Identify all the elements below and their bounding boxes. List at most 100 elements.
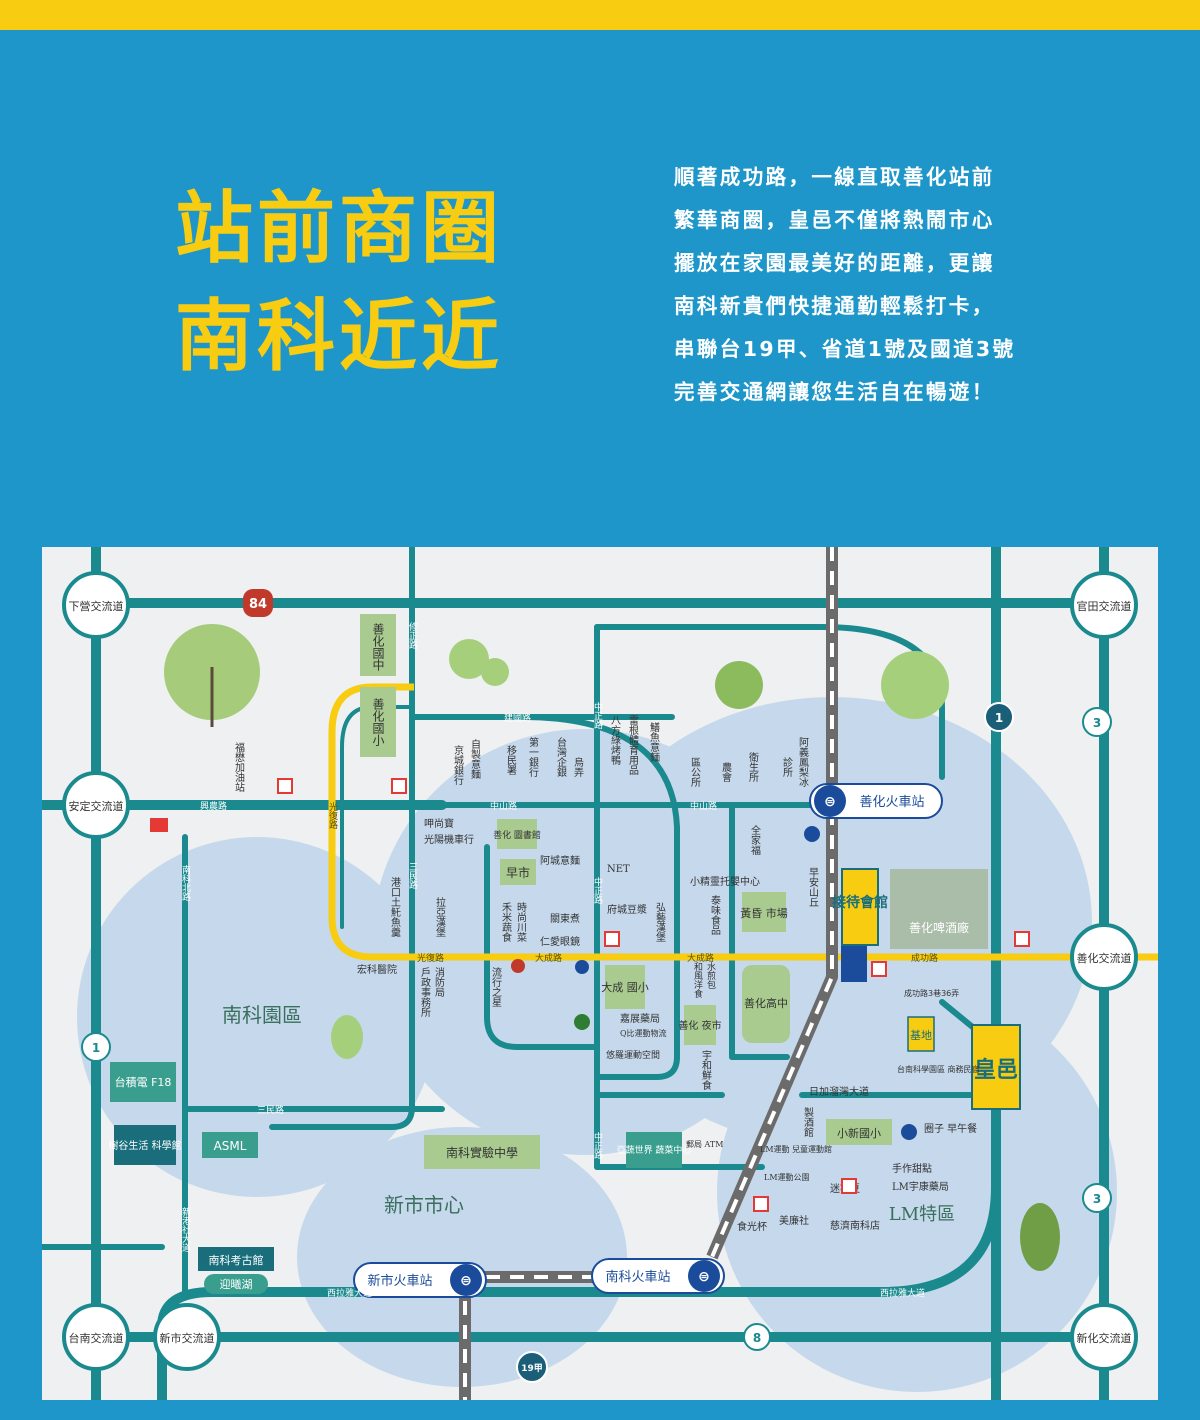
poi-label: 禾米蔬食 [500,902,512,943]
poi-label: 福懋加油站 [233,741,245,793]
train-icon-glyph: ⊜ [824,794,836,810]
interchange-anding [62,771,130,839]
convenience-store-icon [871,961,887,977]
route-84-number: 84 [249,597,267,612]
route-1-icon [81,1032,111,1062]
road-label: 中山路 [690,800,717,812]
road-network [42,547,1109,1400]
poi-label: 宏科醫院 [357,963,397,976]
poi-label: 鱔魚意麵 [648,721,660,763]
poi-label: 農會 [720,761,732,782]
poi-label: 消防局 [433,966,445,998]
zone-label-stsp: 南科園區 [222,1003,302,1027]
site-label-box [907,1016,935,1052]
facility-asml [202,1132,258,1158]
top-accent-bar [0,0,1200,30]
road-label: 西拉雅大道 [327,1287,372,1299]
facility-label: 南科實驗中學 [446,1145,518,1160]
route-3-icon [1082,707,1112,737]
train-icon [688,1260,720,1292]
train-icon-glyph: ⊜ [698,1269,710,1285]
road-label: 三民路 [257,1104,284,1116]
facility-xiaoxin-es [826,1119,892,1145]
mcdonalds-icon [511,959,525,973]
facility-label: 黃昏 市場 [740,906,788,920]
poi-label: 自製意麵 [469,738,481,780]
poi-label: 拉亞漢堡 [434,896,446,937]
poi-label: LM宇康藥局 [892,1180,949,1193]
convenience-store-icon [604,931,620,947]
facility-label: 小新國小 [837,1126,881,1140]
interchange-label: 台南交流道 [69,1331,124,1345]
poi-label: 食光杯 [737,1220,767,1233]
poi-label: 阿城意麵 [540,854,580,867]
poi-label: 宇和鮮食 [700,1049,712,1091]
poi-label: 診所 [781,756,793,778]
route-markers: 84 1 1 3 3 8 19甲 [81,589,1112,1383]
poi-label: 戶政事務所 [419,967,431,1018]
facility-label: 早市 [506,865,530,880]
headline-line-2: 南科近近 [175,292,504,382]
poi-label: 烏弄 [572,756,584,778]
poi-label: 第一銀行 [527,736,539,778]
poi-label: 和風洋食 [692,962,703,999]
poi-label: 泰味食品 [709,894,721,936]
road-label: 西拉雅大道 [880,1287,925,1299]
road-label: 日加溜灣大道 [809,1085,869,1098]
route-1-icon [984,702,1014,732]
tree-icon [449,639,489,679]
convenience-store-icon [753,1196,769,1212]
poi-label: Q比運動物流 [620,1028,667,1038]
poi-label: 府城豆漿 [607,903,647,916]
road-label: 成功路 [911,952,938,964]
poi-label: 光陽機車行 [424,833,474,846]
facility-shanhua-hs [742,965,790,1043]
route-1-number: 1 [92,1041,100,1055]
facility-label: 善化 夜市 [678,1019,721,1032]
station-label: 善化火車站 [859,794,924,810]
project-markers: 接待會館 基地 皇邑 [832,868,1021,1110]
stations: ⊜ 善化火車站 ⊜ 南科火車站 ⊜ 新市火車站 [353,783,943,1298]
road-label: 南科北路 [180,864,191,902]
interchange-xinhua [1070,1303,1138,1371]
convenience-store-icon [277,778,293,794]
road-label: 建國路 [504,712,531,724]
facility-library [497,819,537,849]
interchange-label: 安定交流道 [69,799,124,813]
facility-veg-center [626,1132,682,1168]
store-markers [150,778,1030,1212]
facility-label: 南科考古館 [209,1253,264,1267]
poi-label: 雷根體育用品 [627,715,639,776]
poi-label: NET [607,864,630,875]
facility-label: 善化啤酒廠 [909,920,969,935]
facility-morning-market [500,859,536,885]
location-map: 南科園區 新市市心 LM特區 善化國中 善化國小 善化 圖書館 早市 大成 國小… [42,547,1158,1400]
facility-boxes: 善化國中 善化國小 善化 圖書館 早市 大成 國小 善化 夜市 黃昏 市場 善化… [108,614,988,1294]
brand-label: 皇邑 [974,1057,1018,1083]
station-label: 新市火車站 [367,1273,432,1289]
poi-label: 時尚川菜 [515,902,527,943]
site-block [841,942,867,982]
facility-night-market [684,1005,716,1045]
station-label: 南科火車站 [605,1269,670,1285]
starbucks-icon [574,1014,590,1030]
poi-label: 小精靈托嬰中心 [690,875,760,888]
poi-label: 手作甜點 [892,1162,932,1175]
convenience-store-icon [391,778,407,794]
road-label: 中正路 [592,876,603,905]
metro-icon [575,960,589,974]
interchange-xiaying [62,571,130,639]
interchange-label: 善化交流道 [1077,951,1132,965]
reception-label: 接待會館 [832,894,888,911]
poi-label: 悠羅運動空間 [606,1049,660,1061]
road-label: 三民路 [407,862,418,890]
tree-icon [331,1015,363,1059]
facility-dusk-market [742,892,786,932]
facility-shanhua-jh [360,614,396,676]
intro-line: 擺放在家園最美好的距離，更讓 [674,251,995,275]
tree-icon [881,651,949,719]
poi-label: 台南科學園區 商務民宿 [897,1064,980,1074]
road-inner-w [484,844,600,1050]
route-19-icon [516,1351,548,1383]
road-label: 修正路 [407,621,418,650]
